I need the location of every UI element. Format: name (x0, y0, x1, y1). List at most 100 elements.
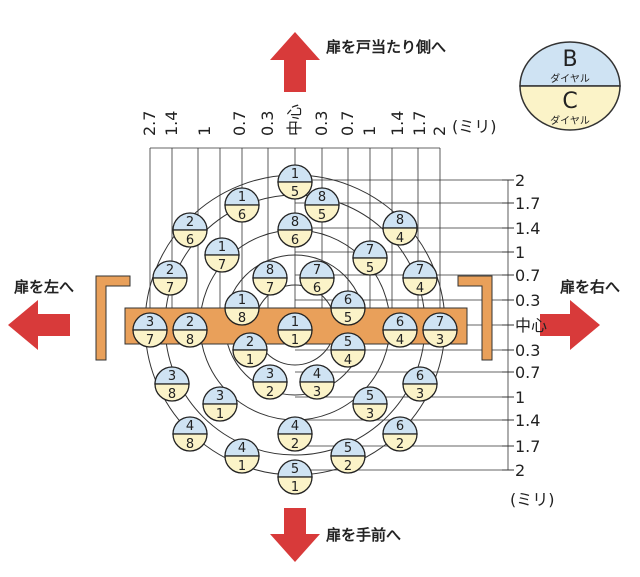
dial-c-value: 2 (266, 385, 274, 400)
dial-b-value: 2 (186, 315, 194, 330)
dial-b-half (330, 332, 366, 351)
dial-b-half (382, 312, 418, 331)
dial-c-half (224, 307, 260, 326)
dial-b-half (352, 386, 388, 405)
dial-setting: 86 (277, 212, 313, 248)
dial-setting: 31 (202, 386, 238, 422)
dial-b-half (402, 260, 438, 279)
dial-c-half (352, 403, 388, 422)
dial-c-value: 3 (416, 387, 424, 402)
dial-c-value: 3 (313, 385, 321, 400)
dial-setting: 28 (172, 312, 208, 348)
dial-setting: 21 (232, 332, 268, 368)
dial-c-half (330, 307, 366, 326)
dial-c-value: 4 (396, 333, 404, 348)
right-scale-label: 2 (515, 461, 525, 480)
dial-setting: 53 (352, 386, 388, 422)
dial-c-half (277, 229, 313, 248)
dial-b-half (252, 364, 288, 383)
label-down: 扉を手前へ (325, 526, 401, 544)
dial-b-value: 2 (166, 263, 174, 278)
dial-b-value: 1 (238, 293, 246, 308)
arrow-right-icon (540, 300, 600, 350)
dial-b-value: 3 (168, 369, 176, 384)
dial-setting: 51 (277, 459, 313, 495)
dial-setting: 27 (152, 260, 188, 296)
dial-c-half (382, 227, 418, 246)
dial-setting: 84 (382, 210, 418, 246)
dial-c-value: 2 (291, 437, 299, 452)
dial-b-value: 8 (396, 213, 404, 228)
dial-setting: 63 (402, 366, 438, 402)
dial-c-value: 7 (218, 258, 226, 273)
label-right: 扉を右へ (559, 278, 620, 296)
dial-b-half (277, 416, 313, 435)
dial-b-half (277, 212, 313, 231)
dial-b-value: 8 (266, 263, 274, 278)
right-scale-label: 0.3 (515, 291, 540, 310)
dial-b-half (172, 212, 208, 231)
dial-setting: 32 (252, 364, 288, 400)
label-left: 扉を左へ (13, 278, 74, 296)
dial-c-half (204, 254, 240, 273)
top-scale-label: 0.7 (230, 111, 249, 136)
dial-b-value: 8 (318, 190, 326, 205)
dial-c-value: 8 (238, 311, 246, 326)
dial-c-half (277, 433, 313, 452)
dial-b-half (352, 240, 388, 259)
dial-c-value: 6 (186, 233, 194, 248)
top-scale-label: 0.3 (258, 111, 277, 136)
dial-setting: 16 (224, 187, 260, 223)
dial-c-half (172, 329, 208, 348)
dial-setting: 52 (330, 438, 366, 474)
dial-b-half (172, 416, 208, 435)
dial-b-half (382, 416, 418, 435)
dial-c-half (152, 277, 188, 296)
dial-c-value: 4 (344, 353, 352, 368)
dial-setting: 17 (204, 237, 240, 273)
right-scale-label: 1 (515, 388, 525, 407)
right-scale-label: 0.7 (515, 363, 540, 382)
dial-setting: 43 (299, 364, 335, 400)
dial-b-half (277, 459, 313, 478)
dial-b-value: 4 (291, 419, 299, 434)
dial-b-value: 7 (313, 263, 321, 278)
dial-c-half (304, 204, 340, 223)
dial-b-half (330, 290, 366, 309)
dial-c-half (299, 277, 335, 296)
arrow-left-icon (8, 300, 70, 350)
dial-b-half (224, 438, 260, 457)
dial-b-value: 3 (146, 315, 154, 330)
right-scale-label: 1.7 (515, 194, 540, 213)
dial-b-value: 5 (291, 462, 299, 477)
dial-setting: 48 (172, 416, 208, 452)
dial-b-half (252, 260, 288, 279)
dial-b-half (154, 366, 190, 385)
legend-b-sub: ダイヤル (550, 72, 590, 85)
dial-setting: 64 (382, 312, 418, 348)
top-scale-label: 0.7 (338, 111, 357, 136)
dial-setting: 85 (304, 187, 340, 223)
dial-c-half (382, 433, 418, 452)
dial-c-half (382, 329, 418, 348)
dial-c-value: 8 (186, 437, 194, 452)
dial-c-half (330, 455, 366, 474)
dial-b-value: 5 (344, 441, 352, 456)
dial-setting: 11 (277, 312, 313, 348)
dial-b-value: 3 (216, 389, 224, 404)
dial-setting: 75 (352, 240, 388, 276)
dial-setting: 73 (422, 312, 458, 348)
dial-b-value: 6 (416, 369, 424, 384)
dial-c-value: 2 (396, 437, 404, 452)
dial-c-half (330, 349, 366, 368)
dial-c-value: 5 (366, 261, 374, 276)
dial-b-half (132, 312, 168, 331)
dial-b-value: 4 (238, 441, 246, 456)
dial-b-value: 1 (218, 240, 226, 255)
dial-b-value: 1 (238, 190, 246, 205)
dial-b-value: 1 (291, 167, 299, 182)
right-scale-label: 1.4 (515, 219, 540, 238)
dial-c-half (132, 329, 168, 348)
